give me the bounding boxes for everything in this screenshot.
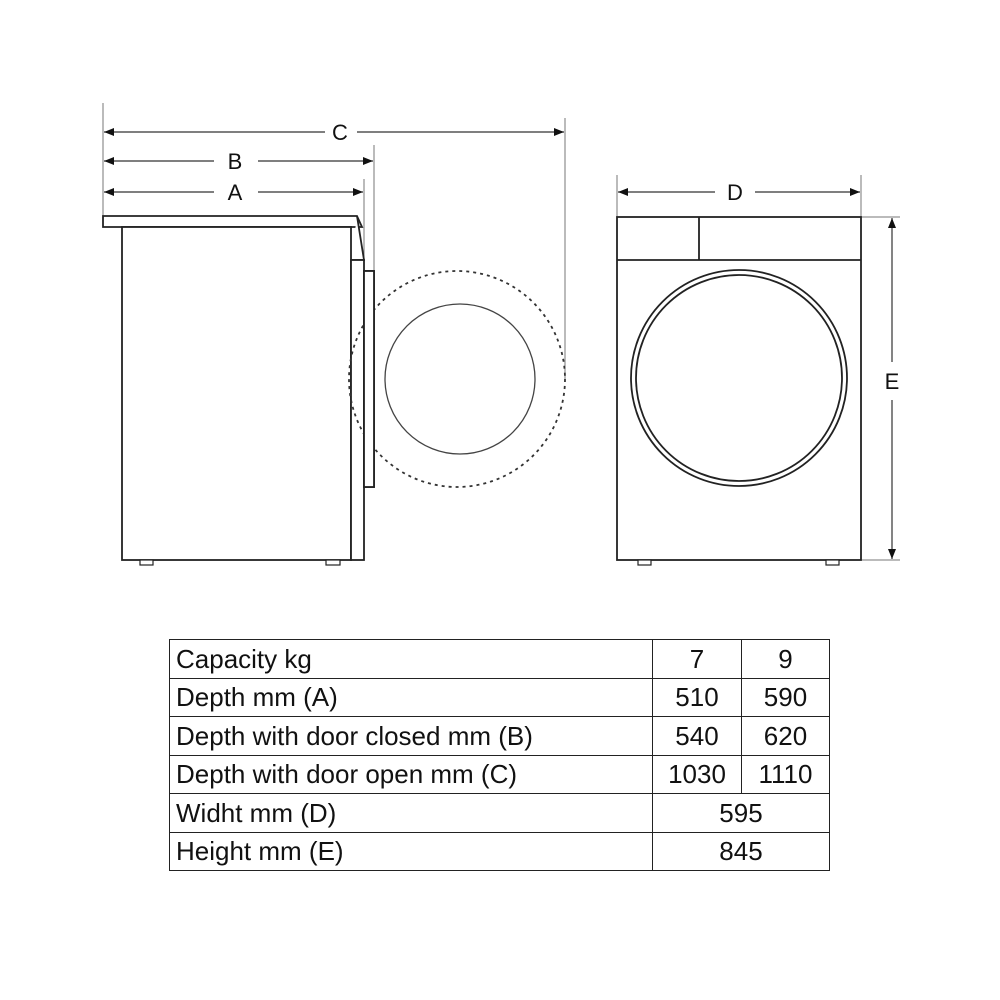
row-label: Widht mm (D) bbox=[169, 793, 653, 833]
label-b: B bbox=[228, 149, 243, 174]
side-top-panel bbox=[102, 215, 364, 228]
cell-value: 590 bbox=[741, 677, 830, 717]
row-label: Capacity kg bbox=[169, 639, 653, 679]
table-row: Height mm (E) 845 bbox=[169, 831, 830, 871]
label-d: D bbox=[727, 180, 743, 205]
front-door-inner bbox=[635, 274, 843, 482]
dimension-arrows bbox=[104, 128, 896, 559]
row-label: Depth with door open mm (C) bbox=[169, 754, 653, 794]
table-row: Capacity kg 7 9 bbox=[169, 639, 830, 679]
table-row: Depth mm (A) 510 590 bbox=[169, 677, 830, 717]
side-foot-right bbox=[325, 559, 341, 566]
cell-value: 1030 bbox=[652, 754, 742, 794]
side-body bbox=[121, 226, 352, 561]
cell-value: 845 bbox=[652, 831, 830, 871]
label-e: E bbox=[885, 369, 900, 394]
cell-value: 620 bbox=[741, 716, 830, 756]
side-view bbox=[102, 215, 375, 566]
cell-value: 7 bbox=[652, 639, 742, 679]
table-row: Widht mm (D) 595 bbox=[169, 793, 830, 833]
side-foot-left bbox=[139, 559, 154, 566]
cell-value: 510 bbox=[652, 677, 742, 717]
front-view bbox=[616, 216, 862, 566]
row-label: Height mm (E) bbox=[169, 831, 653, 871]
cell-value: 540 bbox=[652, 716, 742, 756]
row-label: Depth mm (A) bbox=[169, 677, 653, 717]
dimensions-table: Capacity kg 7 9 Depth mm (A) 510 590 Dep… bbox=[169, 639, 830, 871]
cell-value: 9 bbox=[741, 639, 830, 679]
door-open-swing-circle bbox=[348, 270, 566, 488]
row-label: Depth with door closed mm (B) bbox=[169, 716, 653, 756]
table-row: Depth with door closed mm (B) 540 620 bbox=[169, 716, 830, 756]
front-foot-right bbox=[825, 559, 840, 566]
extension-lines bbox=[102, 103, 900, 561]
label-c: C bbox=[332, 120, 348, 145]
side-front-strip bbox=[350, 259, 365, 561]
table-row: Depth with door open mm (C) 1030 1110 bbox=[169, 754, 830, 794]
label-a: A bbox=[228, 180, 243, 205]
cell-value: 1110 bbox=[741, 754, 830, 794]
cell-value: 595 bbox=[652, 793, 830, 833]
door-open-circle bbox=[384, 303, 536, 455]
front-foot-left bbox=[637, 559, 652, 566]
